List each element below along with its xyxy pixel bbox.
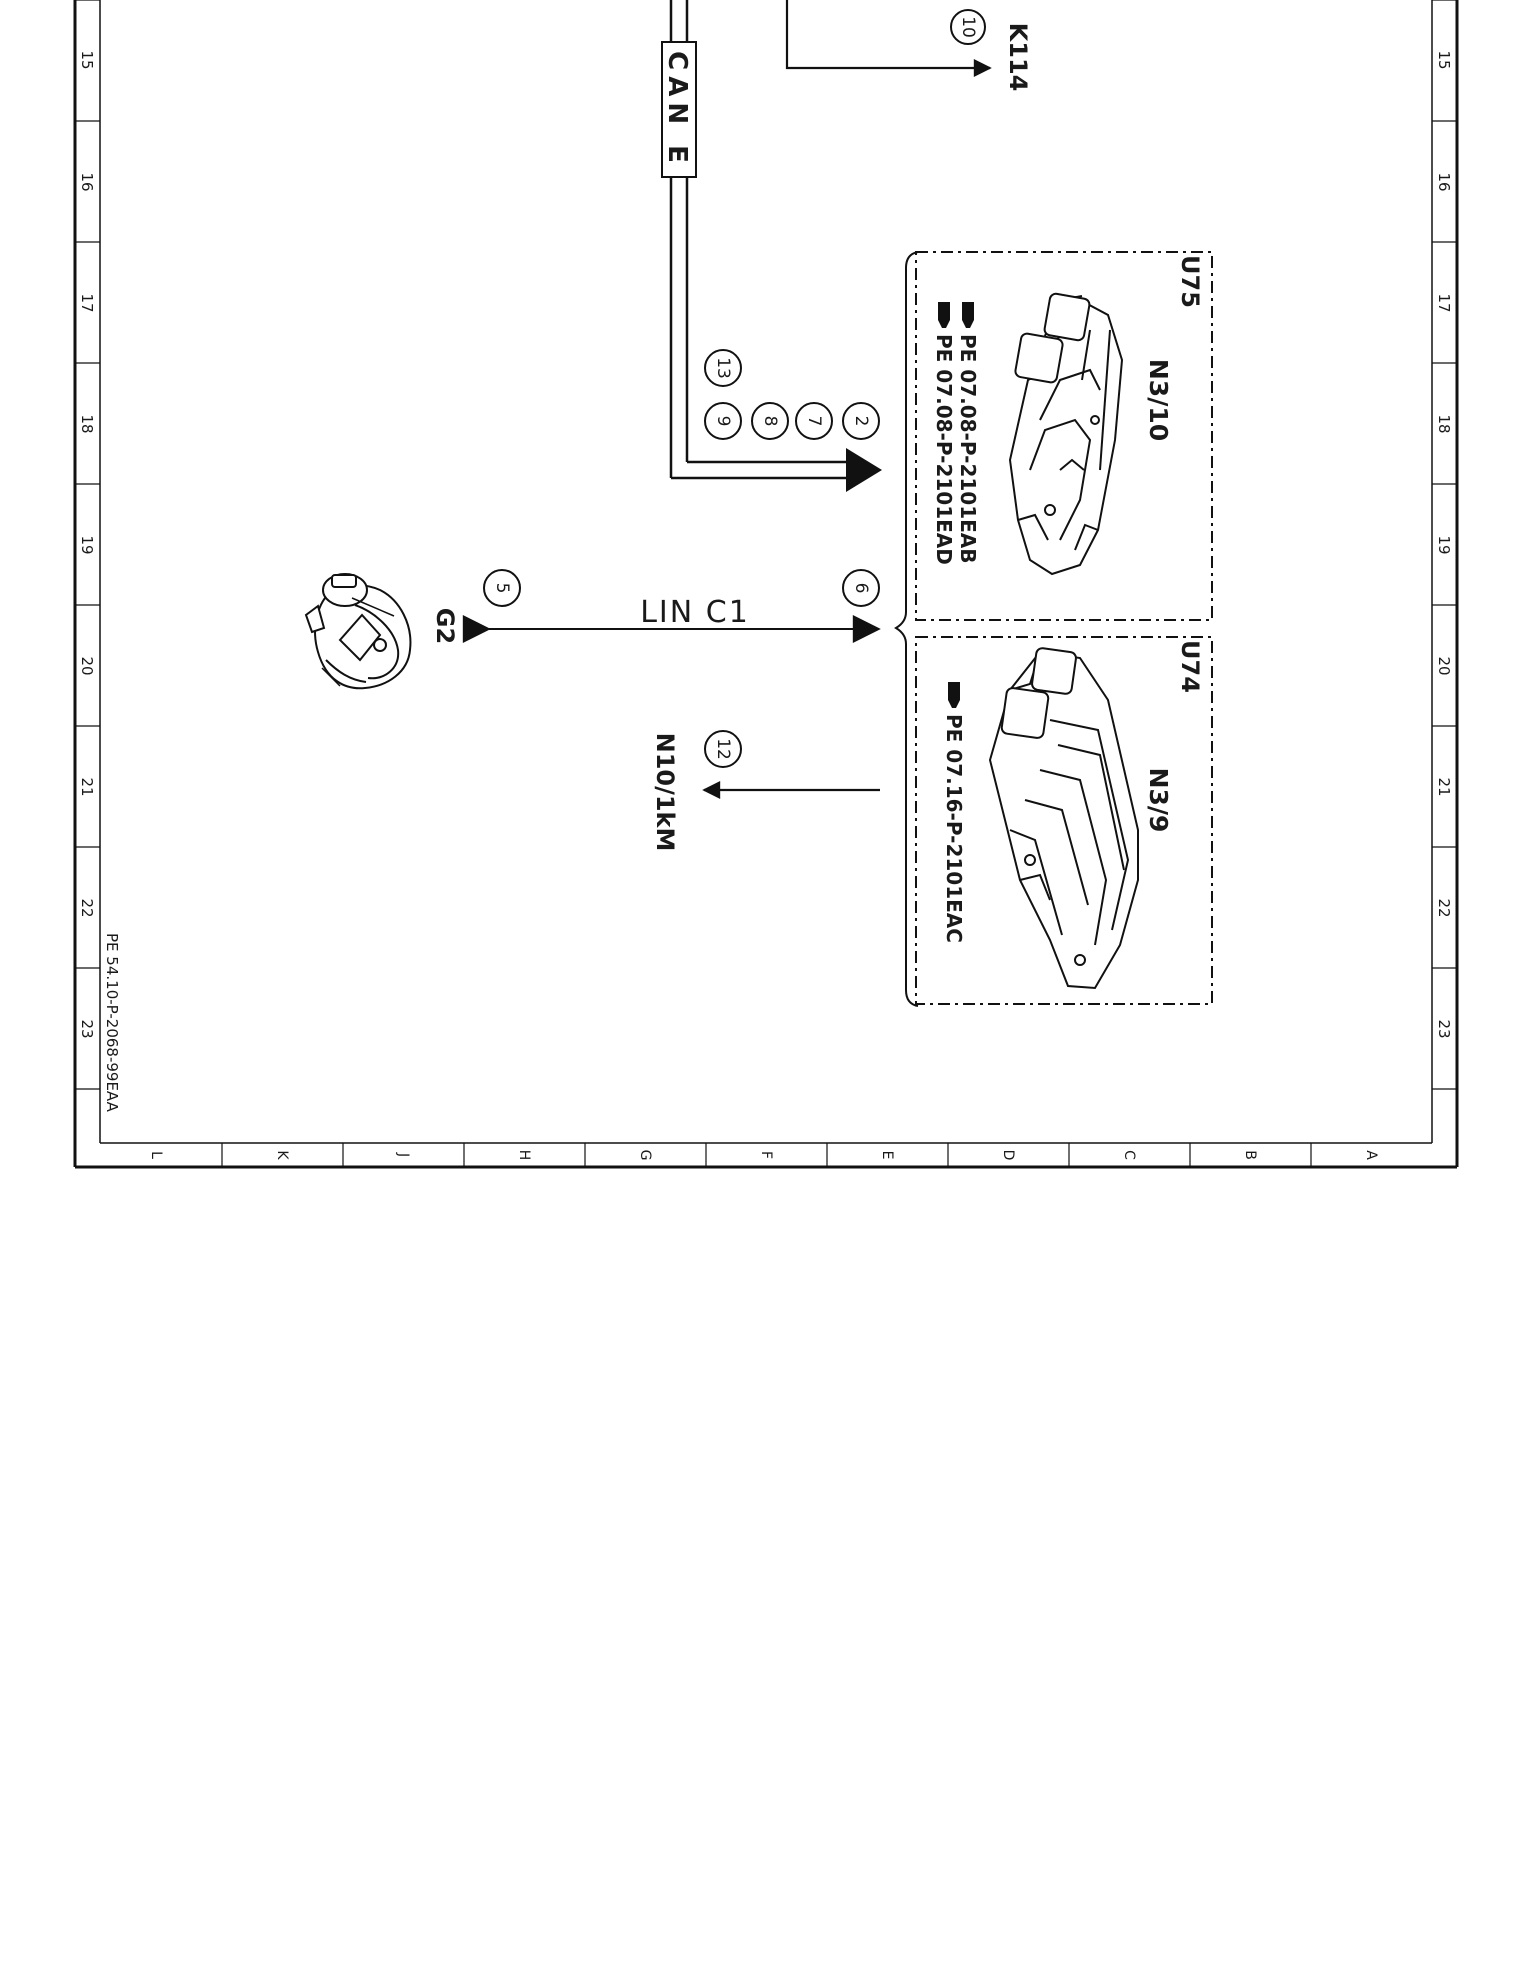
row-number: 20 [1435,656,1453,675]
u74-box [915,636,1213,1005]
drawing-frame [73,0,1459,1169]
circle-number-7: 7 [795,402,833,440]
circle-number-10: 10 [950,9,986,45]
svg-text:6: 6 [851,583,871,594]
ref-n10-1km: N10/1kM [651,733,679,852]
row-number: 17 [1435,293,1453,312]
row-number: 17 [78,293,96,312]
alternator-icon [304,573,412,690]
column-letter: K [274,1150,290,1160]
ref-n3-10: N3/10 [1144,359,1173,441]
doc-ref-eab: PE 07.08-P-2101EAB [956,334,980,564]
row-number: 18 [78,414,96,433]
ref-g2: G2 [431,608,459,644]
column-grid-ticks [221,1143,1312,1167]
circle-number-5: 5 [483,569,521,607]
can-e-label: CAN E [662,51,692,169]
svg-text:12: 12 [713,738,733,760]
column-letter: G [637,1150,653,1161]
control-unit-icon [1008,292,1124,576]
row-number: 22 [78,898,96,917]
svg-text:10: 10 [958,16,978,38]
column-letters: L K J H G F E D C B A [148,1150,1379,1161]
svg-text:9: 9 [713,416,733,427]
circle-number-13: 13 [704,349,742,387]
doc-ref-ead: PE 07.08-P-2101EAD [932,334,956,565]
svg-text:13: 13 [713,357,733,379]
circle-number-2: 2 [842,402,880,440]
row-numbers-right: 15 16 17 18 19 20 21 22 23 [1435,50,1453,1038]
row-number: 19 [78,535,96,554]
row-number: 23 [1435,1019,1453,1038]
row-number: 21 [78,777,96,796]
column-letter: B [1242,1150,1258,1160]
can-e-arrowhead [846,448,882,492]
svg-text:2: 2 [851,416,871,427]
circle-number-8: 8 [751,402,789,440]
column-letter: F [758,1151,774,1159]
can-e-bus [669,0,846,480]
ref-u75: U75 [1176,255,1204,308]
column-letter: A [1363,1150,1379,1160]
row-number: 23 [78,1019,96,1038]
module-bracket [894,251,919,1007]
document-hand-icon [938,302,950,328]
column-letter: C [1121,1150,1137,1160]
column-letter: D [1000,1150,1016,1161]
doc-ref-eac: PE 07.16-P-2101EAC [942,714,966,943]
row-number: 16 [78,172,96,191]
row-number: 16 [1435,172,1453,191]
lin-c1-label: LIN C1 [640,595,750,630]
document-hand-icon [962,302,974,328]
column-letter: J [395,1152,411,1157]
svg-text:8: 8 [760,416,780,427]
document-hand-icon [948,682,960,708]
u75-box [915,251,1213,621]
control-unit-icon [988,647,1139,990]
row-number: 21 [1435,777,1453,796]
row-number: 18 [1435,414,1453,433]
row-numbers-left: 15 16 17 18 19 20 21 22 23 [78,50,96,1038]
k114-line [785,0,992,77]
circle-number-12: 12 [704,730,742,768]
ref-u74: U74 [1176,640,1204,693]
row-number: 15 [1435,50,1453,69]
drawing-number: PE 54.10-P-2068-99EAA [103,933,121,1113]
ref-k114: K114 [1004,23,1032,92]
circle-number-9: 9 [704,402,742,440]
svg-text:7: 7 [804,416,824,427]
circle-number-6: 6 [842,569,880,607]
row-grid-ticks [75,0,1457,1090]
column-letter: L [148,1151,164,1159]
row-number: 22 [1435,898,1453,917]
row-number: 20 [78,656,96,675]
can-e-label-box [661,41,697,178]
row-number: 19 [1435,535,1453,554]
row-number: 15 [78,50,96,69]
column-letter: H [516,1150,532,1161]
column-letter: E [879,1151,895,1160]
svg-text:5: 5 [492,583,512,594]
ref-n3-9: N3/9 [1144,768,1173,833]
